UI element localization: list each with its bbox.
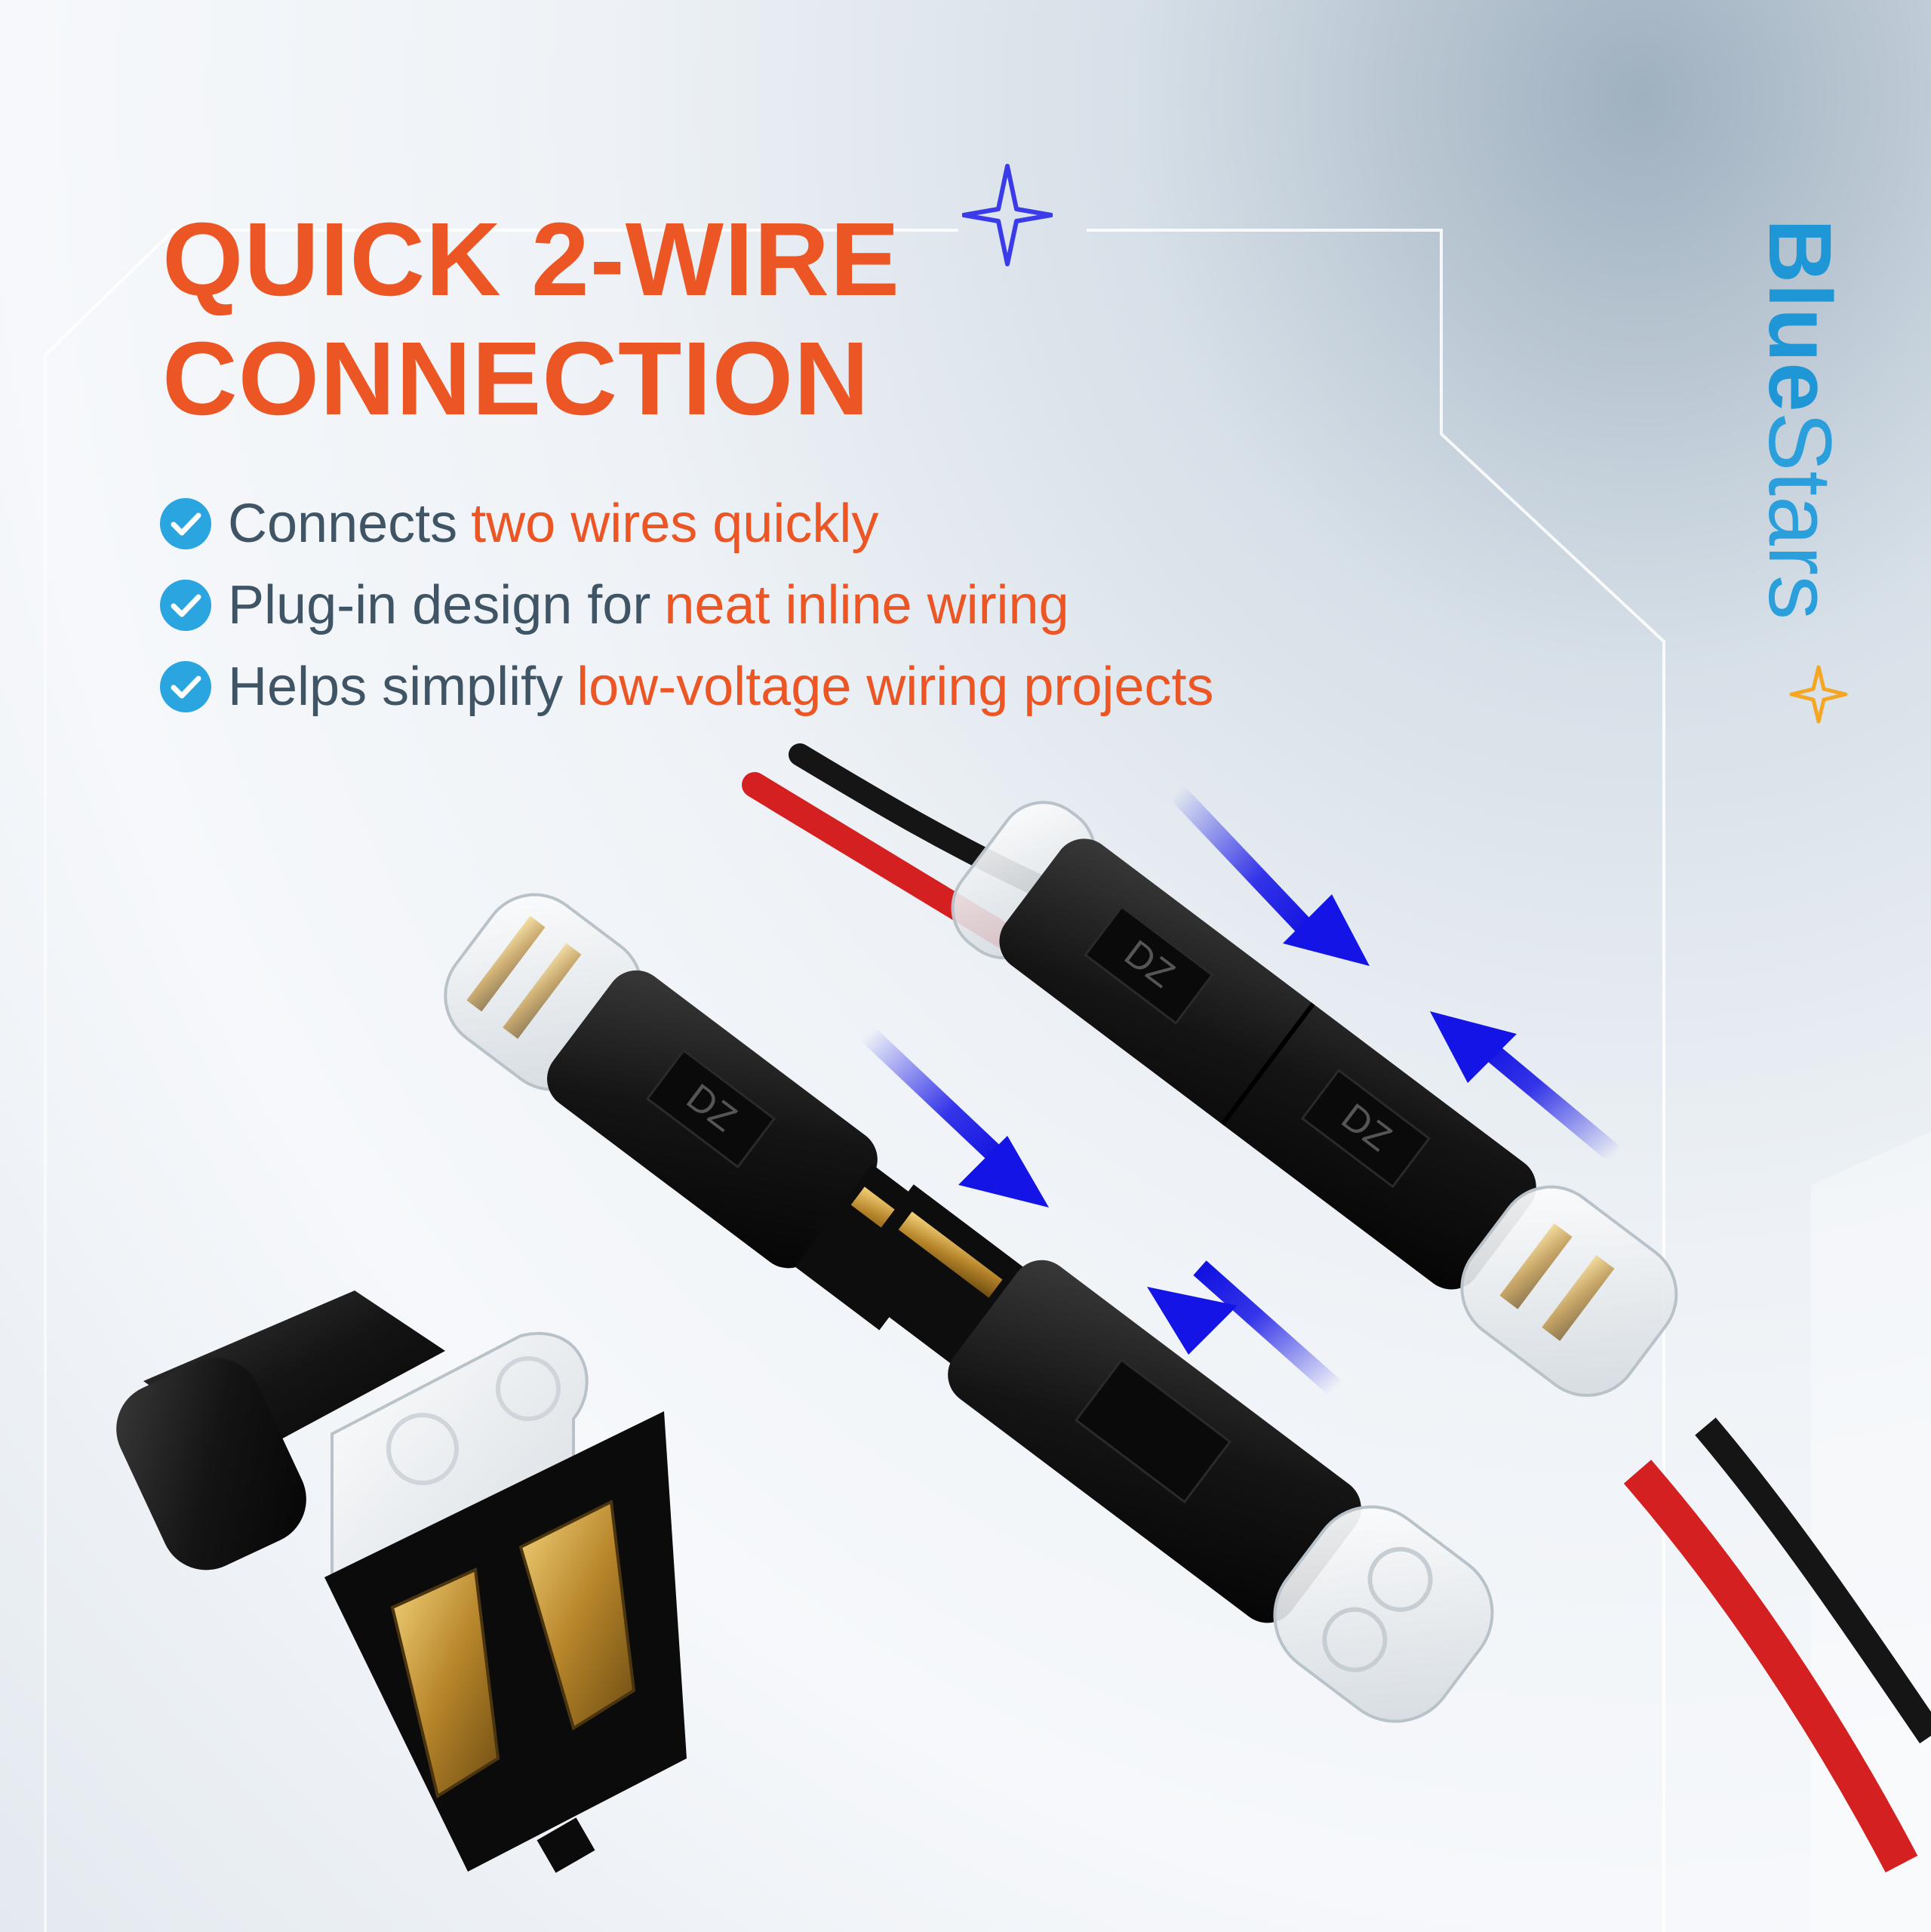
feature-highlight: neat inline wiring [664, 575, 1069, 635]
open-connector [116, 1291, 687, 1873]
headline-line-2: CONNECTION [162, 321, 870, 437]
feature-list: Connects two wires quickly Plug-in desig… [158, 483, 1213, 728]
half-connector-bottom [841, 1184, 1494, 1723]
feature-highlight: low-voltage wiring projects [577, 657, 1214, 717]
feature-text: Plug-in design for [228, 575, 651, 635]
headline: QUICK 2-WIRE CONNECTION [162, 200, 900, 438]
feature-item: Helps simplify low-voltage wiring projec… [158, 646, 1213, 728]
check-circle-icon [160, 498, 211, 549]
check-circle-icon [160, 580, 211, 631]
headline-line-1: QUICK 2-WIRE [162, 202, 900, 318]
check-circle-icon [160, 661, 211, 712]
feature-text: Connects [228, 494, 458, 554]
direction-arrow-icon [1147, 1260, 1342, 1396]
feature-highlight: two wires quickly [471, 494, 879, 554]
feature-text: Helps simplify [228, 657, 564, 717]
direction-arrow-icon [1430, 1011, 1622, 1162]
direction-arrow-icon [1170, 786, 1370, 966]
assembled-connector: DZ DZ [951, 801, 1678, 1397]
brand-star-icon [1789, 665, 1848, 724]
direction-arrow-icon [861, 1026, 1049, 1208]
feature-item: Connects two wires quickly [158, 483, 1213, 565]
sparkle-star-icon [962, 164, 1053, 266]
feature-item: Plug-in design for neat inline wiring [158, 565, 1213, 646]
